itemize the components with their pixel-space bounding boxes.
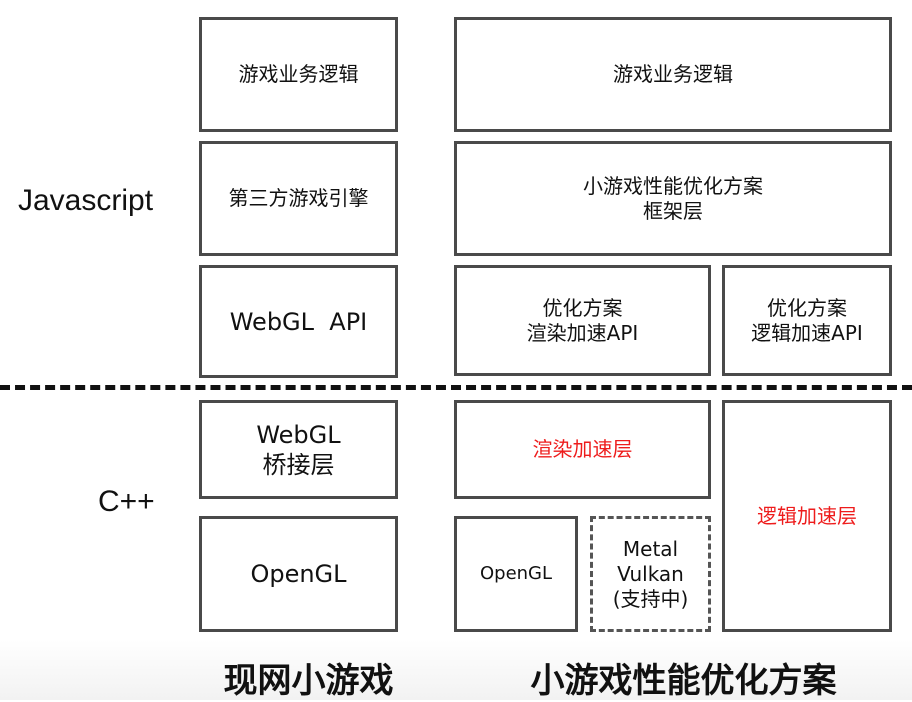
right-opengl-label: OpenGL — [479, 562, 553, 584]
right-logic-api-line2: 逻辑加速API — [751, 320, 863, 345]
left-game-logic-box: 游戏业务逻辑 — [199, 17, 398, 132]
right-render-layer-label: 渲染加速层 — [532, 437, 633, 461]
right-metal-line2: Vulkan — [617, 561, 684, 586]
right-opengl-box: OpenGL — [454, 516, 578, 632]
left-webgl-bridge-box: WebGL 桥接层 — [199, 400, 398, 499]
right-caption: 小游戏性能优化方案 — [530, 661, 837, 701]
left-opengl-box: OpenGL — [199, 516, 398, 632]
left-webgl-api-box: WebGL API — [199, 265, 398, 378]
right-logic-layer-box: 逻辑加速层 — [722, 400, 892, 632]
javascript-layer-label: Javascript — [18, 184, 154, 217]
left-engine-label: 第三方游戏引擎 — [228, 186, 369, 210]
right-logic-layer-label: 逻辑加速层 — [757, 503, 857, 528]
right-render-api-line1: 优化方案 — [542, 295, 623, 320]
left-webgl-api-label: WebGL API — [229, 307, 368, 336]
left-webgl-bridge-line2: 桥接层 — [262, 450, 335, 479]
right-logic-api-box: 优化方案 逻辑加速API — [722, 265, 892, 376]
right-framework-line1: 小游戏性能优化方案 — [583, 173, 763, 198]
right-metal-vulkan-box: Metal Vulkan (支持中) — [590, 516, 711, 632]
left-webgl-bridge-line1: WebGL — [256, 420, 341, 449]
right-metal-line3: (支持中) — [612, 586, 689, 611]
js-cpp-divider — [0, 385, 912, 390]
right-game-logic-label: 游戏业务逻辑 — [613, 62, 733, 86]
left-opengl-label: OpenGL — [250, 560, 347, 588]
left-game-logic-label: 游戏业务逻辑 — [238, 62, 359, 86]
right-metal-line1: Metal — [622, 536, 679, 561]
right-logic-api-line1: 优化方案 — [767, 295, 847, 320]
right-render-api-box: 优化方案 渲染加速API — [454, 265, 711, 376]
right-render-layer-box: 渲染加速层 — [454, 400, 711, 499]
cpp-layer-label: C++ — [98, 485, 155, 518]
right-framework-box: 小游戏性能优化方案 框架层 — [454, 141, 892, 256]
right-render-api-line2: 渲染加速API — [526, 320, 639, 345]
left-engine-box: 第三方游戏引擎 — [199, 141, 398, 256]
left-caption: 现网小游戏 — [223, 661, 394, 701]
right-game-logic-box: 游戏业务逻辑 — [454, 17, 892, 132]
right-framework-line2: 框架层 — [643, 198, 703, 223]
